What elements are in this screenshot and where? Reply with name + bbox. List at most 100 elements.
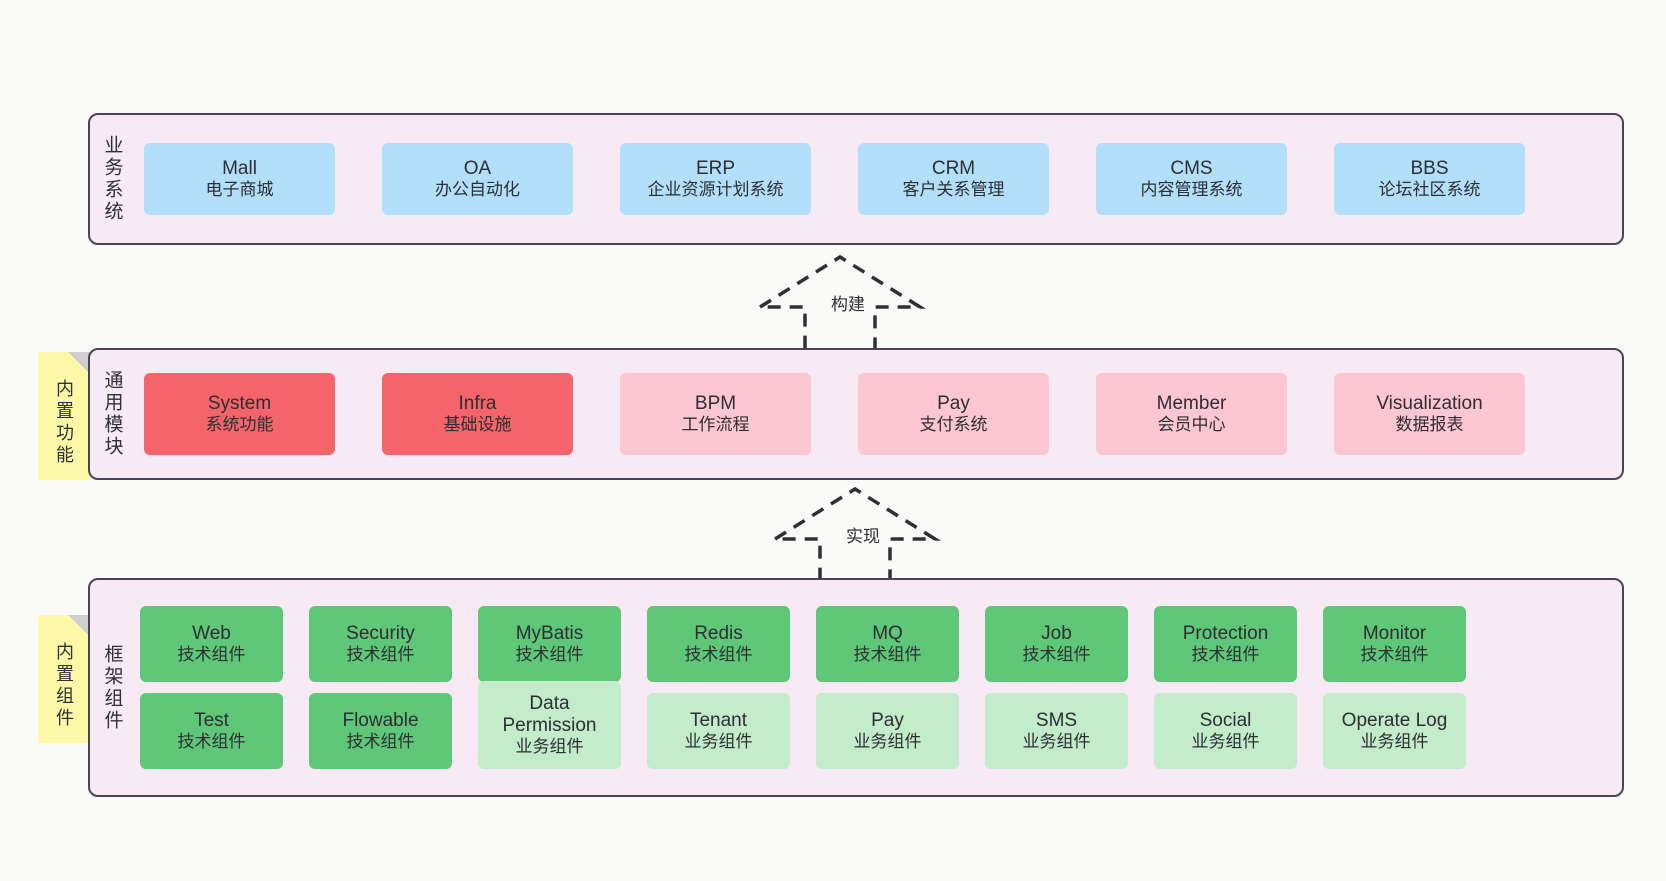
node-tenant-desc: 业务组件 — [684, 732, 753, 752]
sticky-note-builtin-features-label: 内置功能 — [54, 379, 74, 467]
connector-implement: 实现 — [765, 484, 945, 589]
node-monitor[interactable]: Monitor 技术组件 — [1323, 606, 1466, 682]
layer-common-modules: 通用模块 System 系统功能 Infra 基础设施 BPM 工作流程 Pay… — [88, 348, 1624, 480]
node-flowable[interactable]: Flowable 技术组件 — [309, 693, 452, 769]
node-protection-name: Protection — [1182, 622, 1269, 644]
node-job[interactable]: Job 技术组件 — [985, 606, 1128, 682]
node-job-name: Job — [1041, 622, 1072, 644]
node-tenant[interactable]: Tenant 业务组件 — [647, 693, 790, 769]
node-monitor-name: Monitor — [1362, 622, 1427, 644]
layer-framework-components: 框架组件 Web 技术组件 Security 技术组件 MyBatis 技术组件… — [88, 578, 1624, 797]
node-test-name: Test — [194, 709, 229, 731]
node-mq-name: MQ — [872, 622, 903, 644]
layer-title-common-modules: 通用模块 — [101, 370, 123, 458]
node-data-permission-desc: 业务组件 — [515, 737, 584, 757]
node-mall-name: Mall — [222, 157, 257, 179]
node-social-name: Social — [1199, 709, 1252, 731]
node-bpm-desc: 工作流程 — [681, 415, 750, 435]
node-operate-log-name: Operate Log — [1341, 709, 1448, 731]
layer-business-systems: 业务系统 Mall 电子商城 OA 办公自动化 ERP 企业资源计划系统 CRM… — [88, 113, 1624, 245]
connector-build: 构建 — [750, 252, 930, 357]
node-tenant-name: Tenant — [689, 709, 748, 731]
framework-row-business: Test 技术组件 Flowable 技术组件 Data Permission … — [140, 681, 1608, 769]
node-crm[interactable]: CRM 客户关系管理 — [858, 143, 1049, 215]
layer-body-framework-components: Web 技术组件 Security 技术组件 MyBatis 技术组件 Redi… — [134, 580, 1622, 795]
node-data-permission[interactable]: Data Permission 业务组件 — [478, 681, 621, 769]
node-cms-desc: 内容管理系统 — [1140, 180, 1243, 200]
node-bpm[interactable]: BPM 工作流程 — [620, 373, 811, 455]
node-cms[interactable]: CMS 内容管理系统 — [1096, 143, 1287, 215]
node-protection-desc: 技术组件 — [1191, 645, 1260, 665]
sticky-fold-corner-icon — [68, 615, 90, 637]
node-member-desc: 会员中心 — [1157, 415, 1226, 435]
arrow-up-outline-icon — [753, 254, 927, 354]
node-member[interactable]: Member 会员中心 — [1096, 373, 1287, 455]
node-visualization-desc: 数据报表 — [1395, 415, 1464, 435]
layer-body-common-modules: System 系统功能 Infra 基础设施 BPM 工作流程 Pay 支付系统… — [134, 350, 1622, 478]
node-job-desc: 技术组件 — [1022, 645, 1091, 665]
node-sms[interactable]: SMS 业务组件 — [985, 693, 1128, 769]
node-redis[interactable]: Redis 技术组件 — [647, 606, 790, 682]
node-crm-desc: 客户关系管理 — [902, 180, 1005, 200]
node-system-name: System — [207, 392, 272, 414]
node-bbs[interactable]: BBS 论坛社区系统 — [1334, 143, 1525, 215]
node-visualization[interactable]: Visualization 数据报表 — [1334, 373, 1525, 455]
node-bpm-name: BPM — [694, 392, 737, 414]
layer-title-framework-components: 框架组件 — [101, 643, 123, 732]
node-web[interactable]: Web 技术组件 — [140, 606, 283, 682]
node-test[interactable]: Test 技术组件 — [140, 693, 283, 769]
node-member-name: Member — [1156, 392, 1227, 414]
node-pay-module-desc: 支付系统 — [919, 415, 988, 435]
node-test-desc: 技术组件 — [177, 732, 246, 752]
node-monitor-desc: 技术组件 — [1360, 645, 1429, 665]
node-security-name: Security — [346, 622, 415, 644]
node-crm-name: CRM — [931, 157, 976, 179]
node-mall[interactable]: Mall 电子商城 — [144, 143, 335, 215]
node-sms-desc: 业务组件 — [1022, 732, 1091, 752]
node-mybatis-desc: 技术组件 — [515, 645, 584, 665]
node-mall-desc: 电子商城 — [205, 180, 274, 200]
node-infra-desc: 基础设施 — [443, 415, 512, 435]
node-flowable-desc: 技术组件 — [346, 732, 415, 752]
node-erp-name: ERP — [695, 157, 736, 179]
node-oa-name: OA — [463, 157, 492, 179]
node-web-name: Web — [192, 622, 231, 644]
node-security[interactable]: Security 技术组件 — [309, 606, 452, 682]
arrow-up-outline-icon — [768, 486, 942, 586]
node-pay-component[interactable]: Pay 业务组件 — [816, 693, 959, 769]
node-security-desc: 技术组件 — [346, 645, 415, 665]
node-pay-component-name: Pay — [871, 709, 904, 731]
node-web-desc: 技术组件 — [177, 645, 246, 665]
node-pay-module[interactable]: Pay 支付系统 — [858, 373, 1049, 455]
sticky-note-builtin-components: 内置组件 — [38, 615, 90, 743]
node-cms-name: CMS — [1170, 157, 1213, 179]
node-social[interactable]: Social 业务组件 — [1154, 693, 1297, 769]
node-bbs-name: BBS — [1410, 157, 1449, 179]
node-system-desc: 系统功能 — [205, 415, 274, 435]
node-infra-name: Infra — [458, 392, 497, 414]
sticky-note-builtin-features: 内置功能 — [38, 352, 90, 480]
node-mybatis[interactable]: MyBatis 技术组件 — [478, 606, 621, 682]
node-oa-desc: 办公自动化 — [435, 180, 520, 200]
node-pay-module-name: Pay — [937, 392, 970, 414]
node-pay-component-desc: 业务组件 — [853, 732, 922, 752]
node-social-desc: 业务组件 — [1191, 732, 1260, 752]
node-flowable-name: Flowable — [342, 709, 419, 731]
sticky-note-builtin-components-label: 内置组件 — [54, 642, 74, 730]
node-infra[interactable]: Infra 基础设施 — [382, 373, 573, 455]
node-erp[interactable]: ERP 企业资源计划系统 — [620, 143, 811, 215]
node-mybatis-name: MyBatis — [515, 622, 584, 644]
node-system[interactable]: System 系统功能 — [144, 373, 335, 455]
node-mq-desc: 技术组件 — [853, 645, 922, 665]
node-redis-desc: 技术组件 — [684, 645, 753, 665]
node-mq[interactable]: MQ 技术组件 — [816, 606, 959, 682]
node-erp-desc: 企业资源计划系统 — [647, 180, 784, 200]
node-oa[interactable]: OA 办公自动化 — [382, 143, 573, 215]
node-operate-log[interactable]: Operate Log 业务组件 — [1323, 693, 1466, 769]
node-visualization-name: Visualization — [1376, 392, 1483, 414]
node-sms-name: SMS — [1035, 709, 1078, 731]
layer-title-business-systems: 业务系统 — [101, 135, 123, 223]
layer-body-business-systems: Mall 电子商城 OA 办公自动化 ERP 企业资源计划系统 CRM 客户关系… — [134, 115, 1622, 243]
node-protection[interactable]: Protection 技术组件 — [1154, 606, 1297, 682]
sticky-fold-corner-icon — [68, 352, 90, 374]
